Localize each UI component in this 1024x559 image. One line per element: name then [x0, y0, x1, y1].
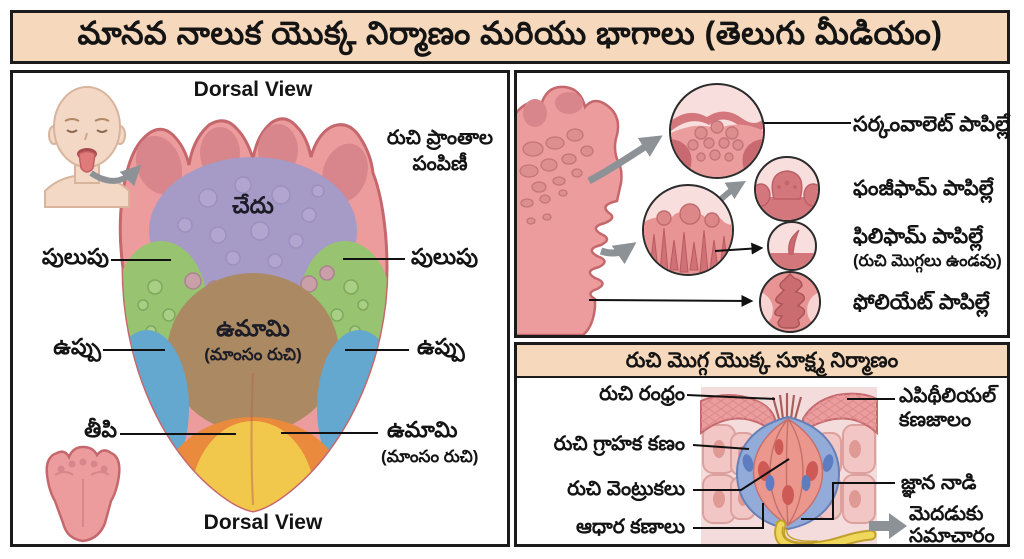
arrow-to-filiform-small-icon: [714, 242, 764, 255]
callout-lines: [103, 258, 409, 435]
view-label-top: Dorsal View: [193, 78, 313, 101]
epithelium-surface: [700, 392, 878, 436]
taste-pore-label: రుచి రంధ్రం: [599, 383, 685, 405]
umami-callout-label: ఉమామి: [387, 417, 458, 442]
fungiform-closeup: [754, 156, 820, 222]
umami-callout-sublabel: (మాంసం రుచి): [381, 447, 479, 466]
fungiform-label: ఫంజీఫామ్ పాపిల్లే: [853, 177, 994, 200]
small-tongue-illustration: [45, 445, 121, 543]
umami-region: [167, 273, 339, 433]
arrow-to-circumvallate-icon: [587, 135, 663, 185]
page-title: మానవ నాలుక యొక్క నిర్మాణం మరియు భాగాలు (…: [77, 14, 943, 51]
epithelial-tissue-label-line1: ఎపిథీలియల్: [899, 385, 997, 407]
tongue-back-illustration: [517, 85, 623, 335]
sour-right-label: పులుపు: [411, 244, 479, 269]
salt-left-label: ఉప్పు: [53, 334, 101, 359]
basal-cells-label: ఆధార కణాలు: [575, 516, 685, 538]
salt-right-label: ఉప్పు: [417, 334, 465, 359]
receptor-cell-label: రుచి గ్రాహక కణం: [553, 433, 685, 455]
dorsal-view-panel: Dorsal View రుచి ప్రాంతాల పంపిణీ చేదు ఉమ…: [10, 70, 510, 547]
taste-hairs: [771, 393, 803, 420]
arrow-to-filiform-circle-icon: [599, 242, 637, 265]
sensory-nerve-label: జ్ఞాన నాడి: [901, 472, 977, 494]
taste-bud-panel-header: రుచి మొగ్గ యొక్క సూక్ష్మ నిర్మాణం: [517, 345, 1007, 378]
circumvallate-label: సర్కంవాలెట్ పాపిల్లే: [853, 113, 1010, 136]
taste-bud-illustration: [686, 387, 907, 544]
title-banner: మానవ నాలుక యొక్క నిర్మాణం మరియు భాగాలు (…: [10, 10, 1010, 64]
to-brain-label-line1: మెదడుకు: [909, 503, 984, 525]
papillae-panel: సర్కంవాలెట్ పాపిల్లే ఫంజీఫామ్ పాపిల్లే ఫ…: [514, 70, 1010, 338]
foliate-label: ఫోలియేట్ పాపిల్లే: [853, 291, 990, 314]
taste-hairs-label: రుచి వెంట్రుకలు: [567, 478, 685, 500]
sour-left-label: పులుపు: [41, 244, 109, 269]
human-head-illustration: [44, 86, 130, 208]
filiform-closeup: [642, 184, 734, 276]
support-cell-nuclei: [742, 454, 834, 491]
bitter-label: చేదు: [232, 192, 274, 218]
taste-bud-panel: రుచి మొగ్గ యొక్క సూక్ష్మ నిర్మాణం: [514, 342, 1010, 547]
filiform-single-closeup: [767, 221, 817, 271]
taste-distribution-note-line2: పంపిణీ: [412, 153, 468, 175]
taste-bud: [735, 415, 841, 531]
filiform-note: (రుచి మొగ్గలు ఉండవు): [853, 252, 1002, 270]
nerve-fiber: [774, 519, 877, 544]
receptor-nuclei: [757, 439, 819, 505]
foliate-closeup: [759, 271, 821, 333]
epithelial-tissue-label-line2: కణజాలం: [899, 409, 972, 431]
sweet-label: తీపి: [84, 417, 117, 442]
taste-bud-header-title: రుచి మొగ్గ యొక్క సూక్ష్మ నిర్మాణం: [625, 348, 899, 372]
papillae-illustration: [517, 83, 851, 335]
taste-bud-callout-lines: [686, 394, 895, 529]
taste-distribution-note-line1: రుచి ప్రాంతాల: [386, 127, 494, 149]
arrow-to-brain-icon: [869, 513, 907, 539]
view-label-bottom: Dorsal View: [203, 511, 323, 534]
filiform-label: ఫిలిఫామ్ పాపిల్లే: [853, 225, 984, 248]
arrow-head-to-tongue-icon: [89, 164, 142, 187]
tongue-dorsal-illustration: [44, 86, 409, 543]
circumvallate-closeup: [669, 83, 765, 179]
to-brain-label-line2: సమాచారం: [909, 525, 995, 547]
umami-sublabel: (మాంసం రుచి): [204, 345, 302, 364]
arrow-to-foliate-icon: [588, 294, 754, 307]
umami-label: ఉమామి: [216, 315, 290, 341]
